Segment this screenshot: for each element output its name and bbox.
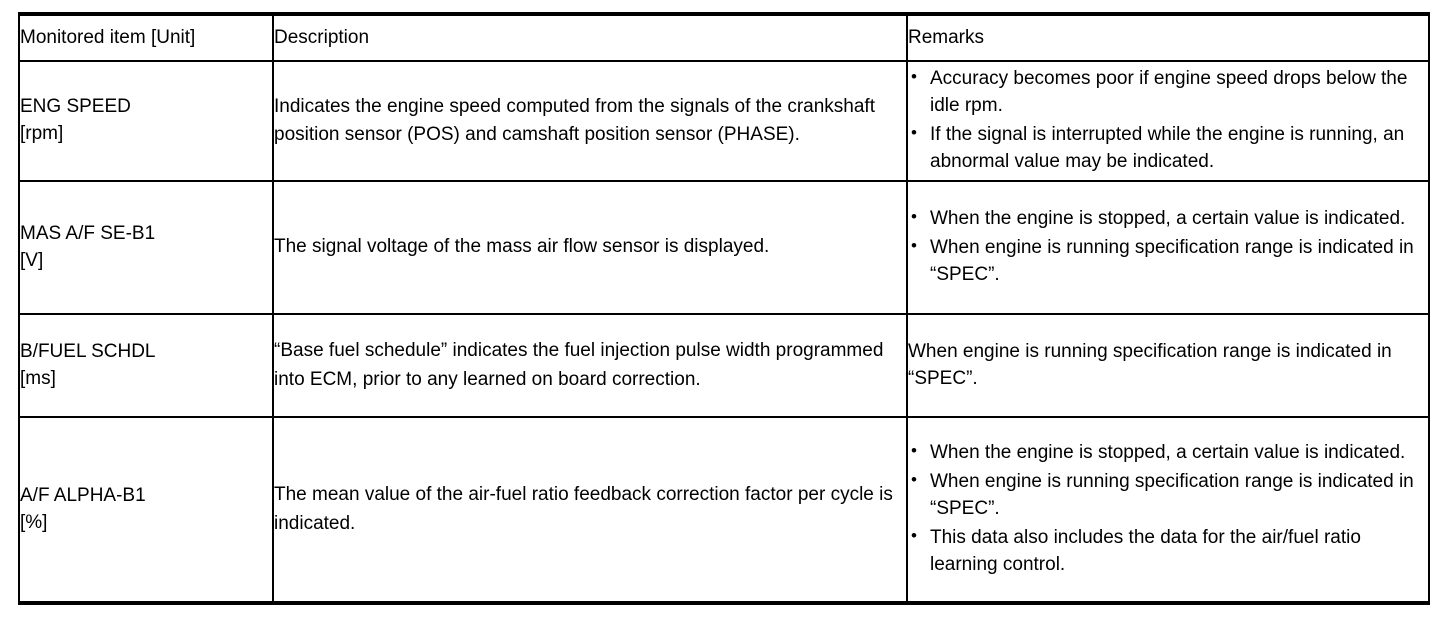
table-row: MAS A/F SE-B1 [V] The signal voltage of … (18, 181, 1430, 315)
cell-remarks: When the engine is stopped, a certain va… (906, 181, 1430, 315)
table-row: A/F ALPHA-B1 [%] The mean value of the a… (18, 417, 1430, 603)
cell-remarks: When the engine is stopped, a certain va… (906, 417, 1430, 603)
remark-item: When engine is running specification ran… (908, 340, 1392, 389)
monitored-items-table-wrapper: Monitored item [Unit] Description Remark… (18, 12, 1430, 605)
column-header-description: Description (272, 14, 908, 62)
table-row: ENG SPEED [rpm] Indicates the engine spe… (18, 61, 1430, 182)
table-header-row: Monitored item [Unit] Description Remark… (18, 14, 1430, 62)
cell-monitored-item: B/FUEL SCHDL [ms] (18, 314, 274, 418)
monitored-item-name: ENG SPEED (20, 96, 131, 118)
monitored-item-unit: [ms] (20, 367, 56, 389)
cell-monitored-item: A/F ALPHA-B1 [%] (18, 417, 274, 603)
monitored-items-table: Monitored item [Unit] Description Remark… (18, 12, 1430, 605)
table-header: Monitored item [Unit] Description Remark… (18, 14, 1430, 62)
cell-description: “Base fuel schedule” indicates the fuel … (272, 314, 908, 418)
cell-description: The mean value of the air-fuel ratio fee… (272, 417, 908, 603)
remark-item: Accuracy becomes poor if engine speed dr… (908, 65, 1428, 120)
monitored-item-name: MAS A/F SE-B1 (20, 222, 156, 244)
remark-item: If the signal is interrupted while the e… (908, 121, 1428, 176)
remark-item: When engine is running specification ran… (908, 468, 1428, 523)
table-body: ENG SPEED [rpm] Indicates the engine spe… (18, 61, 1430, 603)
monitored-item-unit: [V] (20, 249, 44, 271)
remarks-list: When the engine is stopped, a certain va… (908, 205, 1428, 289)
remark-item: When engine is running specification ran… (908, 234, 1428, 289)
monitored-item-unit: [rpm] (20, 123, 64, 144)
cell-remarks: Accuracy becomes poor if engine speed dr… (906, 61, 1430, 182)
column-header-remarks: Remarks (906, 14, 1430, 62)
remark-item: When the engine is stopped, a certain va… (908, 205, 1428, 233)
monitored-item-name: A/F ALPHA-B1 (20, 484, 146, 506)
cell-monitored-item: MAS A/F SE-B1 [V] (18, 181, 274, 315)
column-header-monitored-item: Monitored item [Unit] (18, 14, 274, 62)
cell-remarks: When engine is running specification ran… (906, 314, 1430, 418)
monitored-item-unit: [%] (20, 511, 48, 533)
cell-description: The signal voltage of the mass air flow … (272, 181, 908, 315)
monitored-item-name: B/FUEL SCHDL (20, 340, 156, 362)
remarks-list: Accuracy becomes poor if engine speed dr… (908, 65, 1428, 176)
remarks-list: When the engine is stopped, a certain va… (908, 439, 1428, 579)
cell-description: Indicates the engine speed computed from… (272, 61, 908, 182)
remark-item: This data also includes the data for the… (908, 524, 1428, 579)
cell-monitored-item: ENG SPEED [rpm] (18, 61, 274, 182)
remark-item: When the engine is stopped, a certain va… (908, 439, 1428, 467)
table-row: B/FUEL SCHDL [ms] “Base fuel schedule” i… (18, 314, 1430, 418)
